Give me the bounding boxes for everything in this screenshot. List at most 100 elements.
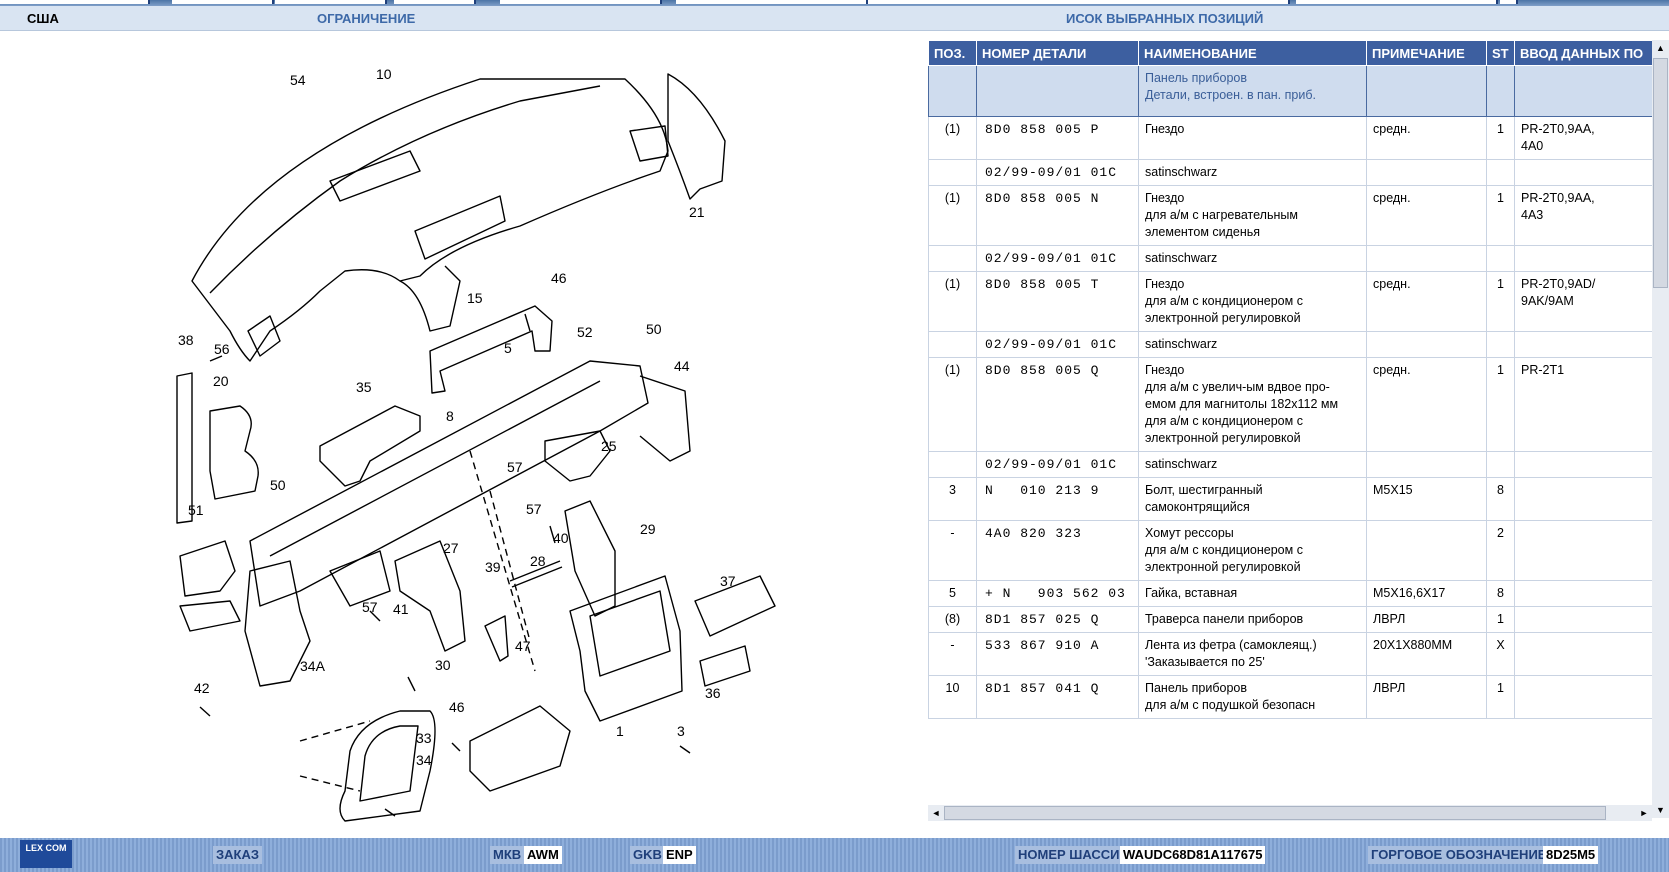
- cell-name-line: для а/м с подушкой безопасн: [1145, 698, 1316, 712]
- col-note[interactable]: ПРИМЕЧАНИЕ: [1366, 40, 1487, 66]
- callout-46[interactable]: 46: [551, 270, 567, 286]
- cell-input-line: PR-2T0,9AA,: [1521, 191, 1595, 205]
- callout-50b[interactable]: 50: [270, 477, 286, 493]
- top-field-6[interactable]: [676, 0, 868, 4]
- cell-st: 1: [1486, 116, 1515, 160]
- callout-37[interactable]: 37: [720, 573, 736, 589]
- callout-57c[interactable]: 57: [362, 599, 378, 615]
- callout-29[interactable]: 29: [640, 521, 656, 537]
- callout-25[interactable]: 25: [601, 438, 617, 454]
- callout-54[interactable]: 54: [290, 72, 306, 88]
- col-part-number[interactable]: НОМЕР ДЕТАЛИ: [976, 40, 1139, 66]
- callout-8[interactable]: 8: [446, 408, 454, 424]
- col-name[interactable]: НАИМЕНОВАНИЕ: [1138, 40, 1367, 66]
- col-pos[interactable]: ПОЗ.: [928, 40, 977, 66]
- callout-35[interactable]: 35: [356, 379, 372, 395]
- callout-57b[interactable]: 57: [526, 501, 542, 517]
- scroll-left-icon[interactable]: ◄: [931, 808, 941, 818]
- status-bar: LEX COM ЗАКАЗ МКВ AWM GKB ENP НОМЕР ШАСС…: [0, 838, 1669, 872]
- callout-51[interactable]: 51: [188, 502, 204, 518]
- callout-10[interactable]: 10: [376, 66, 392, 82]
- top-field-4[interactable]: [394, 0, 476, 4]
- cell-name-line: для а/м с увелич-ым вдвое про-: [1145, 380, 1330, 394]
- callout-42[interactable]: 42: [194, 680, 210, 696]
- horizontal-scroll-thumb[interactable]: [944, 806, 1606, 820]
- cell-pos: (1): [928, 185, 977, 246]
- callout-34a[interactable]: 34A: [300, 658, 326, 674]
- scroll-down-icon[interactable]: ▼: [1653, 802, 1668, 818]
- callout-33[interactable]: 33: [416, 730, 432, 746]
- col-input[interactable]: ВВОД ДАННЫХ ПО: [1514, 40, 1652, 66]
- cell-input: [1514, 675, 1652, 719]
- col-st[interactable]: ST: [1486, 40, 1515, 66]
- order-button[interactable]: ЗАКАЗ: [213, 846, 262, 864]
- top-field-1[interactable]: [0, 0, 150, 4]
- callout-34[interactable]: 34: [416, 752, 432, 768]
- callout-39[interactable]: 39: [485, 559, 501, 575]
- callout-56[interactable]: 56: [214, 341, 230, 357]
- cell-name: satinschwarz: [1138, 331, 1367, 358]
- cell-st: 1: [1486, 271, 1515, 332]
- callout-46b[interactable]: 46: [449, 699, 465, 715]
- callout-36[interactable]: 36: [705, 685, 721, 701]
- callout-44[interactable]: 44: [674, 358, 690, 374]
- top-field-5[interactable]: [500, 0, 662, 4]
- top-field-9[interactable]: [1500, 0, 1518, 4]
- callout-38[interactable]: 38: [178, 332, 194, 348]
- callout-52[interactable]: 52: [577, 324, 593, 340]
- callout-41[interactable]: 41: [393, 601, 409, 617]
- top-field-7[interactable]: [868, 0, 1290, 4]
- restriction-tab[interactable]: ОГРАНИЧЕНИЕ: [317, 11, 416, 26]
- callout-28[interactable]: 28: [530, 553, 546, 569]
- mkb-label: МКВ: [490, 846, 525, 864]
- cell-st: [1486, 159, 1515, 186]
- top-field-8[interactable]: [1296, 0, 1498, 4]
- cell-name: Лента из фетра (самоклеящ.)'Заказывается…: [1138, 632, 1367, 676]
- callout-1[interactable]: 1: [616, 723, 624, 739]
- parts-table: ПОЗ. НОМЕР ДЕТАЛИ НАИМЕНОВАНИЕ ПРИМЕЧАНИ…: [928, 40, 1652, 719]
- cell-part-number: 8D0 858 005 Q: [976, 357, 1139, 452]
- scroll-up-icon[interactable]: ▲: [1653, 40, 1668, 56]
- callout-21[interactable]: 21: [689, 204, 705, 220]
- callout-27[interactable]: 27: [443, 540, 459, 556]
- callout-20[interactable]: 20: [213, 373, 229, 389]
- callout-5[interactable]: 5: [504, 340, 512, 356]
- callout-15[interactable]: 15: [467, 290, 483, 306]
- group-row[interactable]: Панель приборов Детали, встроен. в пан. …: [928, 65, 1652, 117]
- callout-30[interactable]: 30: [435, 657, 451, 673]
- top-field-3[interactable]: [275, 0, 387, 4]
- cell-name-line: элементом сиденья: [1145, 225, 1261, 239]
- top-strip: [0, 0, 1669, 6]
- cell-st: 8: [1486, 580, 1515, 607]
- scroll-right-icon[interactable]: ►: [1639, 808, 1649, 818]
- vertical-scrollbar[interactable]: ▲ ▼: [1652, 40, 1669, 818]
- callout-50[interactable]: 50: [646, 321, 662, 337]
- top-field-2[interactable]: [172, 0, 274, 4]
- callout-47[interactable]: 47: [515, 638, 531, 654]
- callout-57a[interactable]: 57: [507, 459, 523, 475]
- cell-input: [1514, 520, 1652, 581]
- cell-name-line: электронной регулировкой: [1145, 431, 1301, 445]
- cell-input: PR-2T0,9AA,4A3: [1514, 185, 1652, 246]
- cell-input: PR-2T0,9AD/9AK/9AM: [1514, 271, 1652, 332]
- vertical-scroll-thumb[interactable]: [1653, 58, 1668, 288]
- callout-40[interactable]: 40: [553, 530, 569, 546]
- horizontal-scrollbar[interactable]: ◄ ►: [928, 805, 1652, 821]
- parts-diagram[interactable]: 54 10 21 46 15 5 52 50 44 38 56 20 35 8 …: [0, 31, 925, 839]
- callout-3[interactable]: 3: [677, 723, 685, 739]
